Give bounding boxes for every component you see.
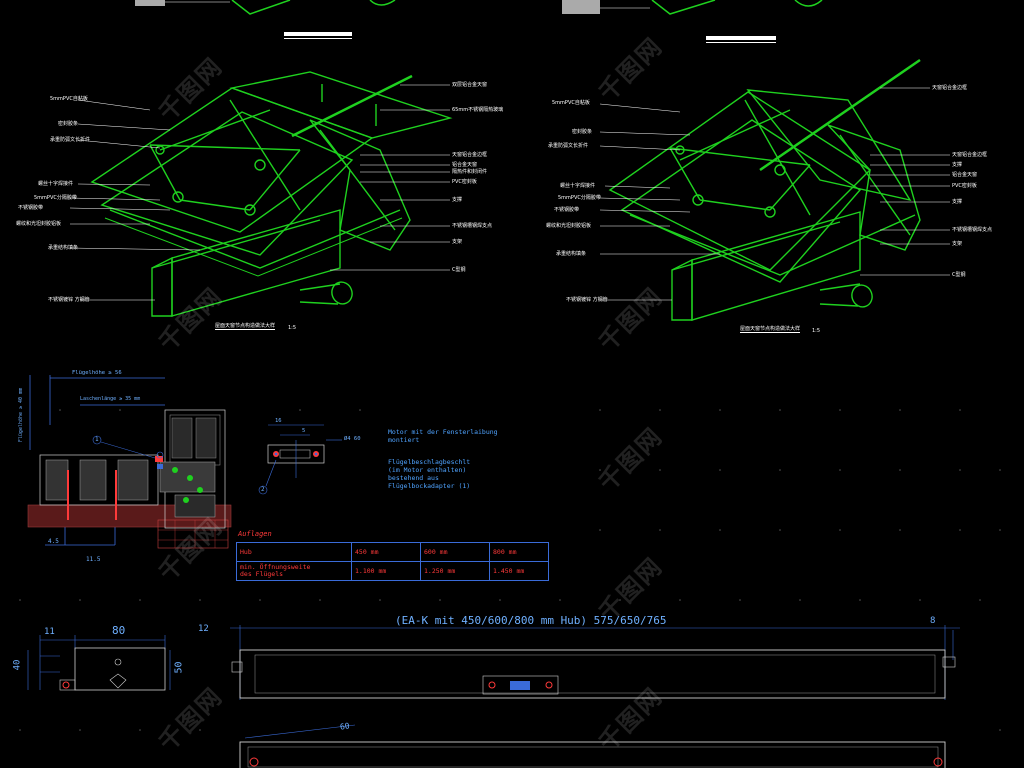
label-r-right-6: 支撑 [952,199,963,205]
spec-cell-800: 800 mm [489,542,549,562]
label-r-left-2: 密封胶条 [572,129,593,135]
label-right-10: C型钢 [452,267,466,273]
bracket-note: Flügelbeschlagbeschlt (im Motor enthalte… [388,458,471,490]
act-dim-80: 80 [112,624,126,637]
top-remnant-right [651,0,823,15]
window-section-detail [27,375,232,549]
act-dim-50: 50 [173,661,185,674]
label-left-2: 密封胶条 [58,121,79,127]
caption-right-scale: 1:5 [812,328,821,334]
caption-bar-left [284,32,352,36]
label-right-8: 不锈钢槽钢焊支点 [452,223,493,229]
act-dim-8: 8 [930,616,936,626]
label-right-3: 天窗铝合金边框 [452,152,488,158]
caption-bar-right [706,36,776,40]
leaders-left [69,84,450,301]
dim-left-vertical: Flügelhöhe ≥ 40 mm [18,387,25,443]
label-r-left-5: 5mmPVC分隔胶带 [558,195,601,201]
spec-cell-1100: 1.100 mm [351,561,421,581]
act-dim-12: 12 [198,624,209,634]
label-left-5: 5mmPVC分隔胶带 [34,195,77,201]
actuator-end-view [27,635,171,691]
label-r-left-6: 不锈钢胶带 [554,207,580,213]
spec-cell-min-opening: min. Öffnungsweite des Flügels [236,561,352,581]
caption-right: 屋面天窗节点构造做法大样 [740,326,801,333]
spec-cell-1450: 1.450 mm [489,561,549,581]
caption-left: 屋面天窗节点构造做法大样 [215,323,276,330]
label-left-7: 螺纹和光坦封胶铝板 [16,221,62,227]
bracket-detail [258,424,342,495]
grid-dots [19,409,1001,731]
label-r-right-4: 铝合金天窗 [952,172,978,178]
label-r-left-7: 螺纹和光坦封胶铝板 [546,223,592,229]
label-left-8: 承重结构填条 [48,245,79,251]
label-r-right-7: 不锈钢槽钢焊支点 [952,227,993,233]
label-r-left-3: 承重防弧文长折件 [548,143,589,149]
act-dim-11: 11 [44,627,55,637]
detail-circle: 2 [261,486,265,493]
label-r-right-9: C型钢 [952,272,966,278]
dim-bottom-115: 11.5 [86,556,101,563]
label-right-7: 支撑 [452,197,463,203]
spec-table-data-row: min. Öffnungsweite des Flügels 1.100 mm … [236,561,549,581]
spec-table: Hub 450 mm 600 mm 800 mm min. Öffnungswe… [236,542,549,581]
spec-cell-600: 600 mm [420,542,490,562]
label-r-left-9: 不锈钢镀锌 方钢管 [566,297,608,303]
circle-marker-1: 1 [95,436,99,443]
caption-left-scale: 1:5 [288,325,297,331]
spec-table-title: Auflagen [238,530,272,538]
motor-note: Motor mit der Fensterlaibung montiert [388,428,498,444]
label-left-1: 5mmPVC自粘板 [50,96,88,102]
label-r-left-4: 螺丝十字焊接件 [560,183,596,189]
label-right-5: 隔热件和封闭件 [452,169,488,175]
label-r-left-1: 5mmPVC自粘板 [552,100,590,106]
label-r-right-1: 天窗铝合金边框 [932,85,968,91]
caption-underline-right [706,42,776,43]
act-dim-diag: 60 [339,721,351,732]
label-left-3: 承重防弧文长折件 [50,137,91,143]
actuator-top-view [239,724,946,768]
label-r-right-3: 支撑 [952,162,963,168]
label-r-right-5: PVC密封板 [952,183,977,189]
label-left-4: 螺丝十字焊接件 [38,181,74,187]
label-right-2: 65mm不锈钢隔热玻璃 [452,107,504,113]
top-remnant-left [231,0,396,15]
label-left-6: 不锈钢胶带 [18,205,44,211]
leaders-right [599,87,950,301]
actuator-body-view [230,625,960,700]
detail-dim-inner: 5 [302,428,306,434]
iso-assembly-left [90,71,453,317]
label-right-6: PVC密封板 [452,179,477,185]
spec-cell-450: 450 mm [351,542,421,562]
label-right-1: 双层铝合金天窗 [452,82,488,88]
iso-assembly-right [608,58,921,321]
dim-fluegelhoehe: Flügelhöhe ≥ 56 [72,370,122,376]
spec-cell-hub: Hub [236,542,352,562]
label-r-right-8: 支架 [952,241,963,247]
label-right-9: 支架 [452,239,463,245]
top-remnant-block-right [562,0,600,14]
detail-dim-right: Ø4 60 [344,436,361,442]
spec-cell-1250: 1.250 mm [420,561,490,581]
dim-bottom-45: 4.5 [48,538,59,545]
top-remnant-block-left [135,0,165,6]
label-left-9: 不锈钢镀锌 方钢管 [48,297,90,303]
act-dim-40: 40 [12,659,23,671]
detail-dim-top: 16 [275,418,282,424]
dim-laschenlaenge: Laschenlänge ≥ 35 mm [80,396,141,402]
label-r-left-8: 承重结构填条 [556,251,587,257]
label-r-right-2: 天窗铝合金边框 [952,152,988,158]
caption-underline-left [284,38,352,39]
act-main-dim: (EA-K mit 450/600/800 mm Hub) 575/650/76… [395,614,667,627]
spec-table-header-row: Hub 450 mm 600 mm 800 mm [236,542,549,562]
label-right-4: 铝合金天窗 [452,162,478,168]
